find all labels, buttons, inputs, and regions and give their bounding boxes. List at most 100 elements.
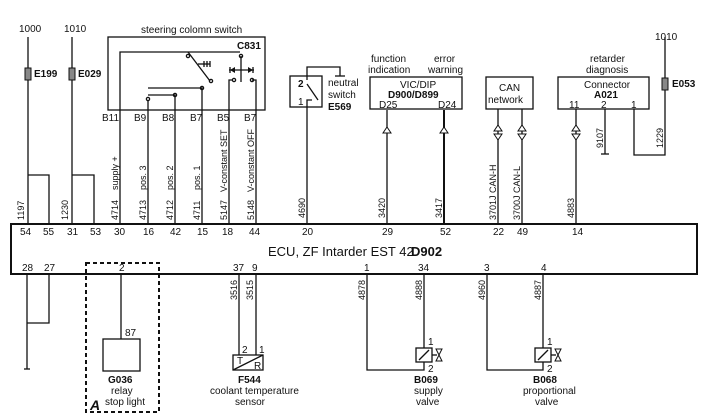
pin-label: B8 (162, 113, 175, 124)
wire (27, 274, 50, 324)
connector-name: Connector (584, 80, 631, 91)
pin-label: 54 (20, 227, 32, 238)
arrow-up-icon (517, 124, 527, 132)
pin-label: 1 (259, 345, 265, 356)
group-a-boundary (85, 262, 160, 413)
relay-box (102, 338, 141, 372)
supply-voltage-label: 1010 (64, 24, 87, 35)
wire (306, 99, 312, 224)
wire-label: pos. 2 (165, 165, 175, 190)
wire-number: 3420 (377, 198, 387, 218)
switch-box (107, 36, 266, 111)
pin-label: 22 (493, 227, 505, 238)
pin-label: B7 (190, 113, 203, 124)
arrow-up-icon (493, 124, 503, 132)
supply-1010-circuit: 1010 E029 1230 (60, 24, 102, 224)
wire-number: 9107 (595, 128, 605, 148)
wire (119, 51, 240, 224)
coolant-temperature-sensor: 3516 3515 2 1 T R F544 coolant temperatu… (210, 274, 299, 408)
pin-label: 31 (67, 227, 79, 238)
arrow-down-icon (571, 133, 581, 141)
wire-number: 1230 (60, 200, 70, 220)
pin-label: 2 (601, 100, 607, 111)
pin-label: 11 (569, 100, 580, 111)
wire-label: V-constant SET (219, 129, 229, 192)
wire (148, 94, 176, 224)
switch-contact (187, 51, 211, 82)
ecu-box (10, 223, 698, 275)
wire (486, 274, 544, 371)
valve-icon (554, 353, 562, 362)
wire-number: 5148 (246, 200, 256, 220)
wire-label: supply + (110, 156, 120, 190)
ecu-code: D902 (411, 244, 442, 259)
fuse-code: E029 (78, 69, 102, 80)
sensor-symbol: T (237, 356, 243, 367)
wire-label: V-constant OFF (246, 128, 256, 192)
pin-label: 87 (125, 328, 137, 339)
pin-label: 18 (222, 227, 234, 238)
connector-box (557, 76, 650, 110)
pin-label: 52 (440, 227, 452, 238)
wire-number: 3417 (434, 198, 444, 218)
pin-label: 2 (242, 345, 248, 356)
contact-point (185, 53, 191, 59)
supply-1000-circuit: 1000 E199 1197 (16, 24, 58, 224)
neutral-switch: 2 1 neutral switch E569 4690 (289, 66, 359, 224)
relay-stop-light: 87 G036 relay stop light A (85, 262, 160, 413)
arrow-down-icon (493, 133, 503, 141)
label: error (434, 54, 456, 65)
pin-label: 2 (547, 364, 553, 375)
wire-number: 4712 (165, 200, 175, 220)
ecu-bottom-pins: 28 27 2 37 9 1 34 3 4 (22, 263, 547, 274)
wire-number: 3700J CAN-L (512, 166, 522, 220)
pin-label: 15 (197, 227, 209, 238)
label: network (488, 95, 524, 106)
label: warning (427, 65, 463, 76)
pin-label: 28 (22, 263, 34, 274)
diode-icon (230, 67, 235, 73)
module-name: VIC/DIP (400, 80, 436, 91)
can-network: CAN network 3701J CAN-H 3700J CAN-L (485, 76, 534, 224)
label: CAN (499, 83, 520, 94)
wire (148, 87, 203, 224)
wire-label: pos. 3 (138, 165, 148, 190)
solenoid-diagonal (537, 349, 549, 361)
pin-label: 2 (119, 263, 125, 274)
component-label: supply (414, 386, 443, 397)
arrow-up-icon (571, 124, 581, 132)
wire-number: 4690 (297, 198, 307, 218)
wire-number: 5147 (219, 200, 229, 220)
pin-label: 20 (302, 227, 314, 238)
pin-label: 29 (382, 227, 394, 238)
component-label: stop light (105, 397, 145, 408)
pin-label: 27 (44, 263, 56, 274)
supply-voltage-label: 1010 (655, 32, 678, 43)
component-label: relay (111, 386, 133, 397)
vic-dip-module: function indication error warning VIC/DI… (368, 54, 463, 224)
valve-icon (435, 348, 443, 357)
component-label: sensor (235, 397, 266, 408)
component-label: proportional (523, 386, 576, 397)
contact-point (199, 85, 205, 91)
pin-label: 2 (298, 79, 304, 90)
switch-contact (306, 83, 319, 101)
pin-label: 49 (517, 227, 529, 238)
pin-label: B5 (217, 113, 230, 124)
sensor-diagonal (232, 354, 264, 371)
group-label: A (89, 397, 100, 413)
pin-label: D24 (438, 100, 457, 111)
proportional-valve: 4960 4887 1 2 B068 proportional valve (477, 274, 576, 408)
pin-label: 55 (43, 227, 55, 238)
wire-number: 4711 (192, 201, 202, 220)
pin-label: 1 (298, 97, 304, 108)
wire (28, 174, 50, 224)
pin-label: B9 (134, 113, 147, 124)
pin-label: 44 (249, 227, 261, 238)
wire-number: 4960 (477, 280, 487, 300)
component-code: B069 (414, 375, 438, 386)
component-code: F544 (238, 375, 261, 386)
wire-number: 4883 (566, 198, 576, 218)
wire-number: 3516 (229, 280, 239, 300)
